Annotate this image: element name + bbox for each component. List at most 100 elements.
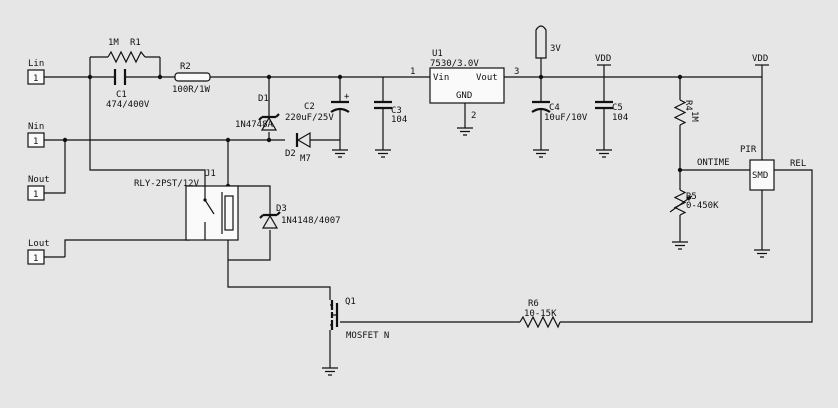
vdd-rail-1-label: VDD [595,54,611,64]
terminal-lout-pin: 1 [33,254,38,264]
resistor-r4-ref: R4 [683,100,693,111]
capacitor-c2-polarity: + [344,92,350,102]
regulator-u1-ref: U1 [432,49,443,59]
terminal-nout: Nout 1 [27,175,50,201]
zener-d1-value: 1N4748A [235,120,274,130]
junction-dot [266,74,272,80]
capacitor-c3: C3 104 [374,100,407,125]
junction-dot [87,74,93,80]
pir-sensor-out: REL [790,159,806,169]
capacitor-c4: C4 10uF/10V [531,100,588,123]
capacitor-c1-symbol [113,69,127,85]
junction-dot [157,74,163,80]
capacitor-c5-value: 104 [612,113,628,123]
resistor-r4: R4 1M [673,99,699,126]
wire-pir [340,65,813,323]
resistor-r6-symbol [519,315,561,329]
regulator-u1: U1 7530/3.0V Vin Vout GND 1 2 3 [410,49,519,121]
resistor-r2-body [174,72,211,82]
ground-icon [322,367,338,376]
wire-left-bus [89,77,206,176]
diode-d3-value: 1N4148/4007 [281,216,341,226]
capacitor-c3-value: 104 [391,115,407,125]
probe-3v: 3V [535,25,561,59]
capacitor-c5-symbol [595,100,613,110]
diode-d2-ref: D2 [285,149,296,159]
potentiometer-r5-symbol [673,189,687,216]
junction-dot [337,74,343,80]
ground-icon [375,149,391,158]
resistor-r2-ref: R2 [180,62,191,72]
capacitor-c4-curve [531,107,551,113]
probe-3v-label: 3V [550,44,561,54]
capacitor-c4-ref: C4 [549,103,560,113]
wire-nout-lout [44,140,190,258]
junction-dot [538,74,544,80]
relay-j1-contact [203,198,207,202]
relay-j1-ref: J1 [205,169,216,179]
terminal-lout: Lout 1 [27,239,50,265]
resistor-r1-ref: R1 [130,38,141,48]
diode-d3-ref: D3 [276,204,287,214]
resistor-r6: R6 10-15K [519,299,561,329]
ground-icon [754,249,770,258]
capacitor-c1-ref: C1 [116,90,127,100]
terminal-lin-label: Lin [28,59,44,69]
regulator-u1-pin1: 1 [410,67,415,77]
potentiometer-r5-value: 0-450K [686,201,719,211]
capacitor-c2-ref: C2 [304,102,315,112]
resistor-r6-ref: R6 [528,299,539,309]
terminal-lin: Lin 1 [27,59,45,85]
diode-d2-symbol [296,131,311,149]
capacitor-c3-symbol [374,100,392,110]
regulator-u1-value: 7530/3.0V [430,59,479,69]
relay-j1: J1 RLY-2PST/12V [134,169,239,241]
wires [44,56,813,368]
capacitor-c5-ref: C5 [612,103,623,113]
ground-icon [672,241,688,250]
diode-d3: D3 1N4148/4007 [259,204,341,229]
zener-d1-symbol [260,116,278,131]
diode-d3-symbol [261,214,279,229]
vdd-rail-1: VDD [595,54,611,66]
ontime-label: ONTIME [697,158,730,168]
vdd-rail-2-label: VDD [752,54,768,64]
pir-sensor-body [749,159,775,191]
capacitor-c1-value: 474/400V [106,100,150,110]
terminal-nin: Nin 1 [27,122,45,148]
terminal-lout-label: Lout [28,239,50,249]
diode-d2-value: M7 [300,154,311,164]
resistor-r2-value: 100R/1W [172,85,211,95]
mosfet-q1: Q1 MOSFET N [330,297,389,341]
capacitor-c5: C5 104 [595,100,628,123]
pir-sensor-label: PIR [740,145,757,155]
potentiometer-r5: R5 0-450K [669,189,719,216]
terminal-lin-pin: 1 [33,74,38,84]
ground-icon [457,127,473,136]
capacitor-c2-value: 220uF/25V [285,113,334,123]
mosfet-q1-value: MOSFET N [346,331,389,341]
ground-icon [533,149,549,158]
mosfet-q1-ref: Q1 [345,297,356,307]
junction-dot [677,74,683,80]
junction-dot [266,137,272,143]
resistor-r4-value: 1M [689,111,699,122]
regulator-u1-pin3: 3 [514,67,519,77]
zener-d1: D1 1N4748A [235,94,280,131]
capacitor-c2-curve [330,107,350,113]
resistor-r1-value: 1M [108,38,119,48]
capacitor-c1: C1 474/400V [106,69,150,110]
ground-icon [596,149,612,158]
wire-r1-c1 [89,56,175,78]
wire-relay [204,140,331,300]
zener-d1-ref: D1 [258,94,269,104]
resistor-r6-value: 10-15K [524,309,557,319]
junction-dot [62,137,68,143]
mosfet-q1-leads [330,304,337,326]
resistor-r2: R2 100R/1W [172,62,211,95]
terminal-nout-label: Nout [28,175,50,185]
vdd-rail-2: VDD [752,54,769,66]
regulator-u1-body [429,67,505,104]
probe-3v-symbol [535,25,547,59]
